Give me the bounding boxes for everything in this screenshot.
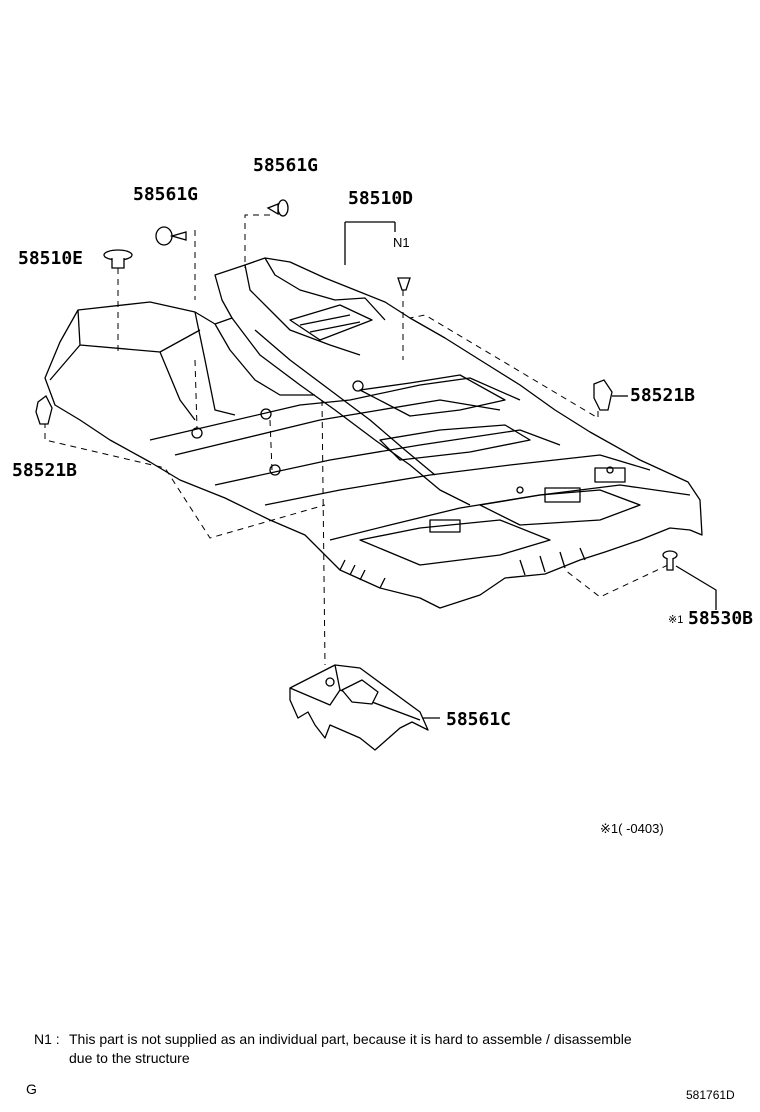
floor-carpet-outline xyxy=(44,257,703,609)
footnote-line2: due to the structure xyxy=(69,1050,190,1066)
rear-floor-sections xyxy=(149,377,691,541)
marker-ref1-range: ※1( -0403) xyxy=(600,821,664,836)
leader-58521B-left xyxy=(44,422,326,539)
floor-hole-6 xyxy=(606,466,614,474)
clip-58561G-left-icon xyxy=(155,226,187,246)
rear-floor-cutout-2 xyxy=(544,487,581,503)
floor-hole-5 xyxy=(516,486,524,494)
part-label-58530B: 58530B xyxy=(688,608,754,629)
clip-58510E-icon xyxy=(103,249,133,269)
part-label-58561G-top: 58561G xyxy=(253,155,319,176)
footer-left-code: G xyxy=(26,1081,37,1097)
marker-n1: N1 xyxy=(393,235,410,250)
leader-58510D-bracket xyxy=(344,221,396,265)
cover-58561C xyxy=(289,664,429,751)
clip-58561G-top-icon xyxy=(266,199,289,217)
front-left-footwell xyxy=(49,309,236,421)
leader-58561G-top xyxy=(244,214,270,268)
leader-58530B-solid xyxy=(675,565,717,610)
clip-58510D-icon xyxy=(397,277,411,291)
part-label-58561C: 58561C xyxy=(446,709,512,730)
leader-rear-seat xyxy=(269,419,273,471)
floor-hole-2 xyxy=(260,408,272,420)
footnote-label: N1 : xyxy=(34,1031,60,1047)
part-label-58510E: 58510E xyxy=(18,248,84,269)
leader-58521B-right xyxy=(409,314,599,419)
rear-floor-seat-areas xyxy=(359,374,641,566)
leader-58530B xyxy=(564,564,669,598)
rear-floor-cutout-3 xyxy=(594,467,626,483)
part-label-58561G-left: 58561G xyxy=(133,184,199,205)
clip-58521B-left-icon xyxy=(35,395,53,425)
footnote-line1: This part is not supplied as an individu… xyxy=(69,1031,632,1047)
part-label-58521B-right: 58521B xyxy=(630,385,696,406)
center-tunnel xyxy=(214,317,471,506)
part-label-58521B-left: 58521B xyxy=(12,460,78,481)
clip-58521B-right-icon xyxy=(593,379,613,411)
clip-58530B-icon xyxy=(662,550,678,571)
part-label-58510D: 58510D xyxy=(348,188,414,209)
rear-floor-cutout-1 xyxy=(429,519,461,533)
diagram-id: 581761D xyxy=(686,1088,735,1102)
leader-58561C xyxy=(321,399,326,666)
carpet-edge-ribs xyxy=(339,547,586,589)
marker-ref1: ※1 xyxy=(668,614,684,626)
floor-hole-3 xyxy=(269,464,281,476)
floor-hole-4 xyxy=(352,380,364,392)
front-right-footwell xyxy=(244,257,386,356)
leader-58561G-left xyxy=(194,230,198,429)
